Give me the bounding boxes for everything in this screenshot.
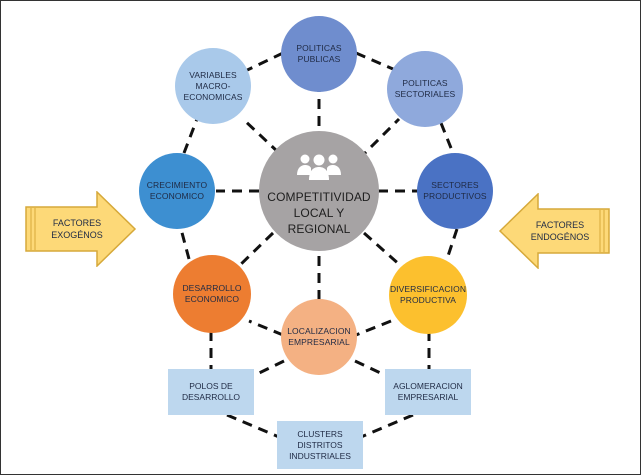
node-localizacion-empresarial: LOCALIZACION EMPRESARIAL <box>281 299 357 375</box>
node-diversificacion-productiva: DIVERSIFICACION PRODUCTIVA <box>389 256 467 334</box>
ring-2 <box>355 51 394 71</box>
node-politicas-publicas-label: POLITICAS PUBLICAS <box>296 43 342 64</box>
node-politicas-sectoriales: POLITICAS SECTORIALES <box>387 51 463 127</box>
box-aglomeracion-empresarial-label: AGLOMERACION EMPRESARIAL <box>393 381 463 402</box>
node-variables-macroeconomicas-label: VARIABLES MACRO- ECONOMICAS <box>183 69 243 102</box>
box-polos-desarrollo: POLOS DE DESARROLLO <box>168 369 254 415</box>
box-aglomeracion-empresarial: AGLOMERACION EMPRESARIAL <box>385 369 471 415</box>
link-localizacion-polos <box>252 359 285 378</box>
factores-exogenos-arrow <box>25 191 137 267</box>
node-politicas-sectoriales-label: POLITICAS SECTORIALES <box>394 78 456 99</box>
link-polos-clusters <box>226 413 280 439</box>
box-polos-desarrollo-label: POLOS DE DESARROLLO <box>181 381 241 402</box>
ring-3 <box>439 122 455 154</box>
box-clusters-distritos-label: CLUSTERS DISTRITOS INDUSTRIALES <box>289 428 351 461</box>
node-politicas-publicas: POLITICAS PUBLICAS <box>281 16 357 92</box>
node-crecimiento-economico-label: CRECIMIENTO ECONOMICO <box>146 180 208 201</box>
link-localizacion-aglom <box>354 359 388 378</box>
node-desarrollo-economico: DESARROLLO ECONOMICO <box>173 255 251 333</box>
ring-5 <box>355 319 392 337</box>
factores-endogenos-label: FACTORES ENDOGÉNOS <box>530 220 590 242</box>
node-sectores-productivos: SECTORES PRODUCTIVOS <box>417 153 493 229</box>
node-variables-macroeconomicas: VARIABLES MACRO- ECONOMICAS <box>175 48 251 124</box>
ring-6 <box>248 319 284 337</box>
ring-1 <box>240 51 284 75</box>
factores-exogenos-label: FACTORES EXOGÉNOS <box>51 218 103 240</box>
node-localizacion-empresarial-label: LOCALIZACION EMPRESARIAL <box>287 326 351 347</box>
center-label: COMPETITIVIDAD LOCAL Y REGIONAL <box>267 190 371 236</box>
ring-7 <box>179 228 191 260</box>
spoke-desarrollo <box>237 231 275 268</box>
factores-endogenos-arrow <box>498 193 610 269</box>
box-clusters-distritos: CLUSTERS DISTRITOS INDUSTRIALES <box>277 421 363 469</box>
ring-4 <box>445 228 459 260</box>
node-crecimiento-economico: CRECIMIENTO ECONOMICO <box>139 153 215 229</box>
node-sectores-productivos-label: SECTORES PRODUCTIVOS <box>423 180 487 201</box>
ring-8 <box>182 118 199 154</box>
link-aglom-clusters <box>360 413 414 439</box>
center-node: COMPETITIVIDAD LOCAL Y REGIONAL <box>259 131 379 251</box>
people-group-icon <box>297 154 341 180</box>
node-diversificacion-productiva-label: DIVERSIFICACION PRODUCTIVA <box>389 284 467 305</box>
node-desarrollo-economico-label: DESARROLLO ECONOMICO <box>182 283 242 304</box>
spoke-variables <box>241 117 281 155</box>
spoke-diversificacion <box>363 231 402 268</box>
